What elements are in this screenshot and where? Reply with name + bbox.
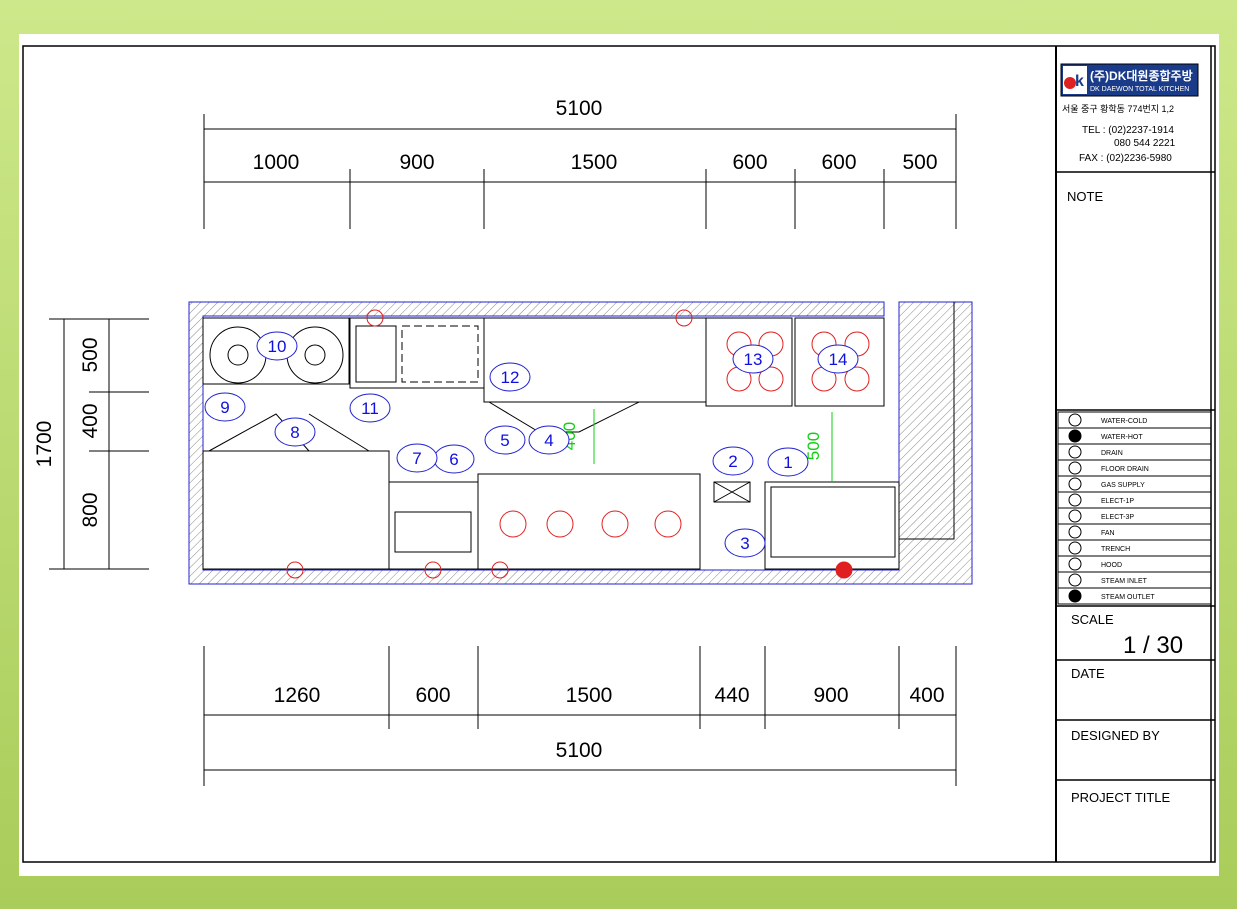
item-number: 6 bbox=[449, 450, 458, 469]
item-number: 12 bbox=[501, 368, 520, 387]
designed-by-label: DESIGNED BY bbox=[1071, 728, 1160, 743]
dim-top-1: 1000 bbox=[253, 151, 300, 174]
item-marker bbox=[484, 425, 526, 455]
scale-label: SCALE bbox=[1071, 612, 1114, 627]
tel: TEL : (02)2237-1914 bbox=[1082, 125, 1174, 136]
walls bbox=[188, 301, 973, 585]
legend-symbol-icon bbox=[1068, 509, 1082, 523]
legend-symbol-icon bbox=[1068, 413, 1082, 427]
dim-top-4: 600 bbox=[732, 151, 767, 174]
legend-symbol-icon bbox=[1068, 461, 1082, 475]
dim-bottom-2: 600 bbox=[415, 684, 450, 707]
item-marker bbox=[767, 447, 809, 477]
item-marker bbox=[732, 344, 774, 374]
legend-symbol-icon bbox=[1068, 477, 1082, 491]
item-marker bbox=[274, 417, 316, 447]
legend-label: GAS SUPPLY bbox=[1101, 482, 1145, 489]
clearance-b: 500 bbox=[804, 432, 823, 460]
item-number: 8 bbox=[290, 423, 299, 442]
item-marker bbox=[256, 331, 298, 361]
dim-bottom-6: 400 bbox=[909, 684, 944, 707]
dim-left-1: 500 bbox=[79, 337, 102, 372]
dim-top-6: 500 bbox=[902, 151, 937, 174]
legend-label: ELECT-3P bbox=[1101, 514, 1134, 521]
dim-bottom-5: 900 bbox=[813, 684, 848, 707]
legend-label: HOOD bbox=[1101, 562, 1122, 569]
legend-label: WATER-HOT bbox=[1101, 434, 1143, 441]
legend-symbol-icon bbox=[1068, 557, 1082, 571]
dim-bottom-1: 1260 bbox=[274, 684, 321, 707]
fax: FAX : (02)2236-5980 bbox=[1079, 153, 1172, 164]
item-marker bbox=[396, 443, 438, 473]
item-number: 1 bbox=[783, 453, 792, 472]
legend-symbol-icon bbox=[1068, 589, 1082, 603]
item-number: 11 bbox=[361, 399, 379, 418]
legend-label: FAN bbox=[1101, 530, 1115, 537]
date-label: DATE bbox=[1071, 666, 1105, 681]
item-number: 4 bbox=[544, 431, 553, 450]
drawing-sheet: k (주)DK대원종합주방 DK DAEWON TOTAL KITCHEN 서울… bbox=[19, 34, 1219, 876]
dim-top-2: 900 bbox=[399, 151, 434, 174]
item-marker bbox=[712, 446, 754, 476]
item-marker bbox=[204, 392, 246, 422]
dim-top-3: 1500 bbox=[571, 151, 618, 174]
item-number: 9 bbox=[220, 398, 229, 417]
item-marker bbox=[349, 393, 391, 423]
item-number: 7 bbox=[412, 449, 421, 468]
dim-bottom-4: 440 bbox=[714, 684, 749, 707]
legend-symbol-icon bbox=[1068, 541, 1082, 555]
logo-icon bbox=[1064, 77, 1076, 89]
legend-label: WATER-COLD bbox=[1101, 418, 1147, 425]
item-marker bbox=[724, 528, 766, 558]
legend-symbol-icon bbox=[1068, 573, 1082, 587]
legend-label: STEAM INLET bbox=[1101, 578, 1148, 585]
item-number: 14 bbox=[829, 350, 848, 369]
legend-label: TRENCH bbox=[1101, 546, 1130, 553]
legend-symbol-icon bbox=[1068, 525, 1082, 539]
svg-text:k: k bbox=[1075, 73, 1084, 90]
item-number: 2 bbox=[728, 452, 737, 471]
item-marker bbox=[528, 425, 570, 455]
company-en: DK DAEWON TOTAL KITCHEN bbox=[1090, 86, 1189, 93]
tel2: 080 544 2221 bbox=[1114, 138, 1176, 149]
legend-label: DRAIN bbox=[1101, 450, 1123, 457]
legend: WATER-COLD WATER-HOT DRAIN FLOOR DRAIN GAS S… bbox=[1057, 411, 1212, 605]
project-title-label: PROJECT TITLE bbox=[1071, 790, 1171, 805]
dim-bottom-total: 5100 bbox=[556, 739, 603, 762]
legend-symbol-icon bbox=[1068, 493, 1082, 507]
item-number: 10 bbox=[268, 337, 287, 356]
item-number: 5 bbox=[500, 431, 509, 450]
dim-top-total: 5100 bbox=[556, 97, 603, 120]
dim-left-3: 800 bbox=[79, 492, 102, 527]
title-block: k (주)DK대원종합주방 DK DAEWON TOTAL KITCHEN 서울… bbox=[1056, 46, 1215, 862]
legend-label: STEAM OUTLET bbox=[1101, 594, 1155, 601]
dim-left-total: 1700 bbox=[33, 421, 56, 468]
dim-top-5: 600 bbox=[821, 151, 856, 174]
dim-left-2: 400 bbox=[79, 403, 102, 438]
equipment bbox=[202, 302, 955, 570]
company-ko: (주)DK대원종합주방 bbox=[1090, 68, 1193, 83]
legend-symbol-icon bbox=[1068, 429, 1082, 443]
scale-value: 1 / 30 bbox=[1123, 632, 1183, 659]
address: 서울 중구 황학동 774번지 1,2 bbox=[1062, 104, 1174, 114]
item-number: 3 bbox=[740, 534, 749, 553]
dim-bottom-3: 1500 bbox=[566, 684, 613, 707]
legend-symbol-icon bbox=[1068, 445, 1082, 459]
note-label: NOTE bbox=[1067, 189, 1103, 204]
legend-label: ELECT-1P bbox=[1101, 498, 1134, 505]
floor-plan: k (주)DK대원종합주방 DK DAEWON TOTAL KITCHEN 서울… bbox=[22, 45, 1216, 863]
legend-label: FLOOR DRAIN bbox=[1101, 466, 1149, 473]
item-marker bbox=[489, 362, 531, 392]
item-number: 13 bbox=[744, 350, 763, 369]
item-marker bbox=[817, 344, 859, 374]
